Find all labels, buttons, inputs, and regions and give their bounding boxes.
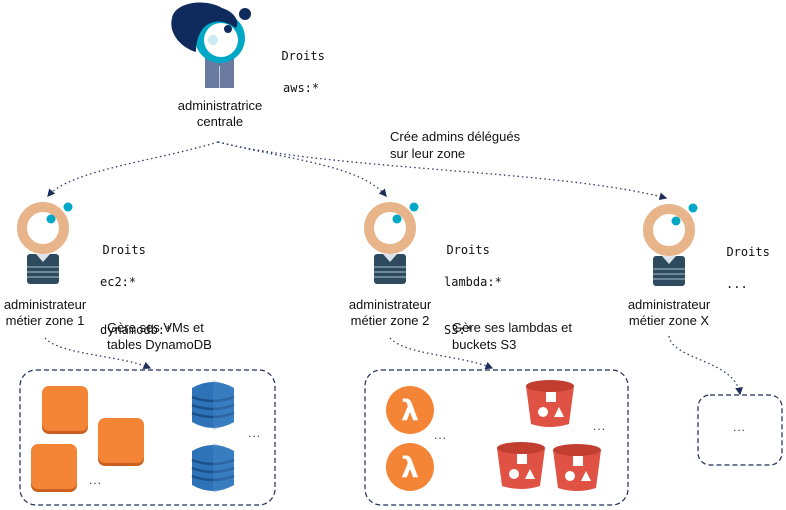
connector-central-to-zone2 bbox=[217, 141, 387, 197]
zone1-admin-label: administrateur métier zone 1 bbox=[0, 297, 93, 329]
zone2-admin-label: administrateur métier zone 2 bbox=[342, 297, 438, 329]
permission: lambda:* bbox=[444, 275, 502, 289]
rights-title: Droits bbox=[102, 243, 146, 257]
s3-ellipsis: ... bbox=[593, 419, 607, 433]
label-line: centrale bbox=[196, 114, 244, 129]
permission: S3:* bbox=[444, 323, 473, 337]
label-line: administrateur bbox=[3, 297, 87, 312]
central-admin-avatar bbox=[171, 2, 251, 88]
lambda-function-icon: λ bbox=[386, 386, 434, 434]
label-line: administratrice bbox=[177, 98, 263, 113]
zoneX-admin-avatar bbox=[643, 203, 698, 286]
permission: dynamodb:* bbox=[100, 323, 173, 337]
zone1-resource-box bbox=[19, 369, 276, 506]
zone1-admin-avatar bbox=[17, 202, 73, 284]
zone2-note: Gère ses lambdas et buckets S3 bbox=[452, 319, 572, 353]
dynamodb-table-icon bbox=[191, 443, 235, 493]
svg-text:λ: λ bbox=[401, 451, 419, 484]
rights-title: Droits bbox=[726, 245, 770, 259]
zone2-resource-box bbox=[364, 369, 629, 506]
lambda-ellipsis: ... bbox=[434, 428, 448, 442]
zone2-admin-rights: Droits lambda:* S3:* bbox=[432, 226, 502, 354]
note-line: Gère ses VMs et bbox=[107, 320, 204, 335]
note-line: Gère ses lambdas et bbox=[452, 320, 572, 335]
rights-title: Droits bbox=[281, 49, 325, 63]
connector-central-to-zoneX bbox=[217, 141, 668, 201]
central-admin-rights: Droits aws:* bbox=[267, 32, 325, 112]
permission: aws:* bbox=[283, 81, 320, 95]
ec2-instance-icon bbox=[98, 418, 144, 466]
label-line: administrateur bbox=[627, 297, 711, 312]
note-line: sur leur zone bbox=[390, 146, 466, 161]
zone1-note: Gère ses VMs et tables DynamoDB bbox=[107, 319, 212, 353]
central-admin-label: administratrice centrale bbox=[150, 98, 290, 130]
connector-zoneX-to-resources bbox=[668, 335, 743, 396]
label-line: métier zone X bbox=[628, 313, 710, 328]
zone1-admin-rights: Droits ec2:* dynamodb:* bbox=[88, 226, 172, 354]
note-line: Crée admins délégués bbox=[390, 129, 521, 144]
ec2-instance-icon bbox=[31, 444, 77, 492]
zone2-admin-avatar bbox=[364, 202, 419, 284]
permission: ... bbox=[726, 277, 748, 291]
svg-text:λ: λ bbox=[401, 394, 419, 427]
ec2-ellipsis: ... bbox=[89, 473, 103, 487]
s3-bucket-icon bbox=[553, 444, 601, 491]
delegation-note: Crée admins délégués sur leur zone bbox=[390, 128, 520, 162]
note-line: tables DynamoDB bbox=[107, 337, 212, 352]
connector-central-to-zone1 bbox=[47, 141, 219, 197]
permission: ec2:* bbox=[100, 275, 137, 289]
zoneX-ellipsis: ... bbox=[733, 420, 747, 434]
zoneX-admin-rights: Droits ... bbox=[712, 228, 770, 308]
connector-zone1-to-resources bbox=[44, 337, 152, 369]
s3-bucket-icon bbox=[497, 442, 545, 489]
note-line: buckets S3 bbox=[452, 337, 517, 352]
zoneX-admin-label: administrateur métier zone X bbox=[621, 297, 717, 329]
label-line: métier zone 1 bbox=[5, 313, 85, 328]
label-line: administrateur bbox=[348, 297, 432, 312]
lambda-function-icon: λ bbox=[386, 443, 434, 491]
rights-title: Droits bbox=[446, 243, 490, 257]
dynamodb-ellipsis: ... bbox=[248, 426, 262, 440]
dynamodb-table-icon bbox=[191, 380, 235, 430]
ec2-instance-icon bbox=[42, 386, 88, 434]
s3-bucket-icon bbox=[526, 380, 574, 427]
label-line: métier zone 2 bbox=[350, 313, 430, 328]
connector-zone2-to-resources bbox=[389, 337, 494, 370]
